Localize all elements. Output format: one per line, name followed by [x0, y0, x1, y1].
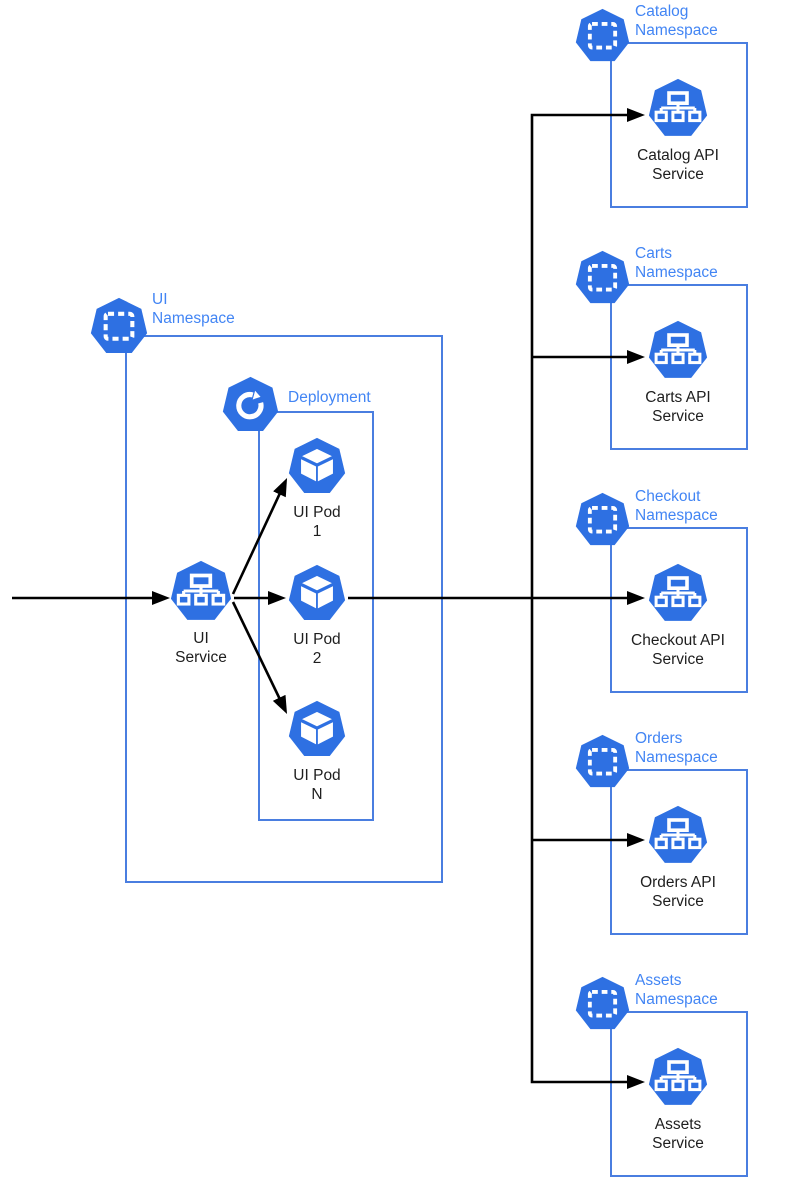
deployment-label: Deployment [288, 389, 371, 406]
deployment-icon [222, 376, 279, 433]
checkout-service-label: Checkout API Service [631, 632, 725, 668]
ui-podn-icon [288, 700, 346, 758]
checkout-namespace-label: Checkout Namespace [635, 488, 718, 524]
assets-namespace-box [610, 1011, 748, 1177]
ui-namespace-box [125, 335, 443, 883]
assets-namespace-label: Assets Namespace [635, 972, 718, 1008]
ui-pod1-icon [288, 437, 346, 495]
carts-service-icon [648, 320, 708, 380]
orders-service-label: Orders API Service [640, 874, 716, 910]
catalog-service-label: Catalog API Service [637, 147, 719, 183]
assets-service-label: Assets Service [652, 1116, 704, 1152]
catalog-service-icon [648, 78, 708, 138]
carts-namespace-icon [575, 250, 630, 305]
ui-service-label: UI Service [175, 630, 227, 666]
ui-pod2-icon [288, 564, 346, 622]
catalog-namespace-label: Catalog Namespace [635, 3, 718, 39]
catalog-namespace-icon [575, 8, 630, 63]
assets-namespace-icon [575, 976, 630, 1031]
ui-pod1-label: UI Pod 1 [293, 504, 341, 540]
assets-service-icon [648, 1047, 708, 1107]
checkout-service-icon [648, 563, 708, 623]
carts-service-label: Carts API Service [645, 389, 711, 425]
checkout-namespace-icon [575, 492, 630, 547]
orders-namespace-label: Orders Namespace [635, 730, 718, 766]
orders-service-icon [648, 805, 708, 865]
ui-service-icon [170, 560, 232, 622]
ui-pod2-label: UI Pod 2 [293, 631, 341, 667]
ui-namespace-icon [90, 297, 148, 355]
carts-namespace-label: Carts Namespace [635, 245, 718, 281]
ui-namespace-label: UI Namespace [152, 291, 235, 327]
orders-namespace-icon [575, 734, 630, 789]
ui-podn-label: UI Pod N [293, 767, 341, 803]
